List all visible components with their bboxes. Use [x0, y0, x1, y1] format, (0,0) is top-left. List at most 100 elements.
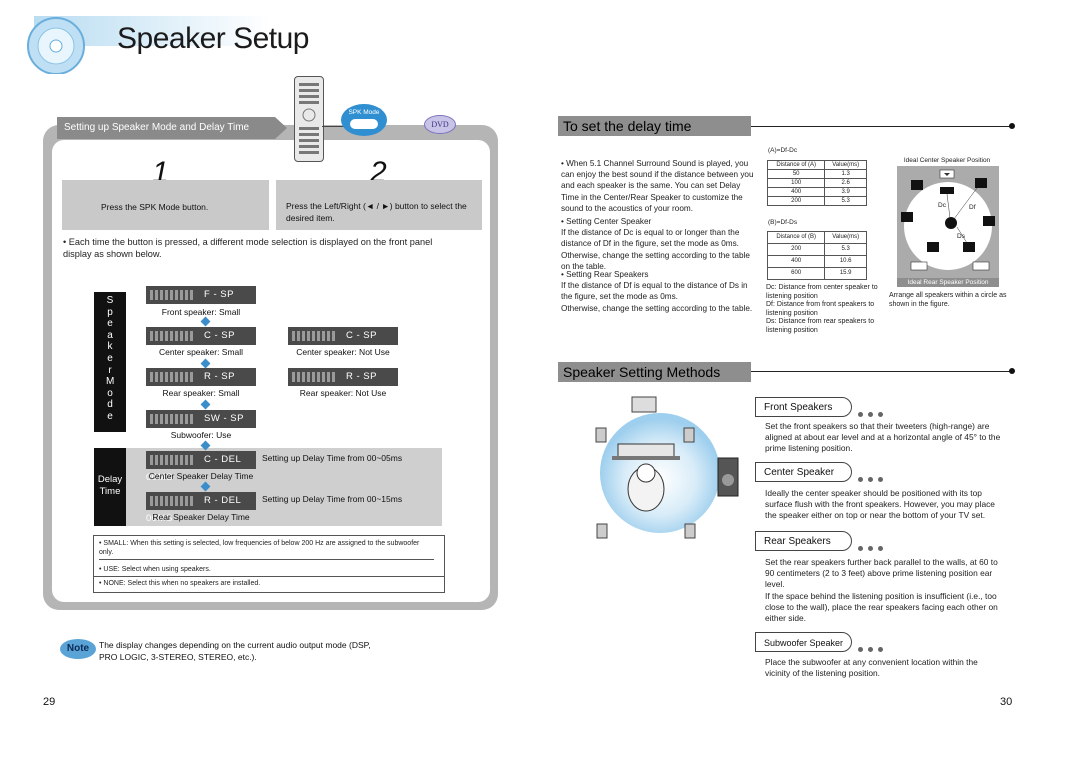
lcd-rear-small: R - SP SMALL: [146, 368, 256, 400]
lcd-text: R - SP NONE: [288, 371, 377, 400]
dot-icon: [858, 546, 863, 551]
lcd-icons: [150, 372, 194, 382]
note-none: • NONE: Select this when no speakers are…: [99, 579, 434, 588]
table-cell: 200: [766, 196, 826, 206]
delay-time-label: Delay Time: [97, 474, 123, 497]
legend-dc: Dc: Distance from center speaker to list…: [766, 284, 878, 300]
delay-header-dot: [1009, 123, 1015, 129]
delay-bullet-1: • When 5.1 Channel Surround Sound is pla…: [561, 158, 757, 214]
step-2-box: Press the Left/Right (◄ / ►) button to s…: [276, 180, 482, 230]
lcd-text: F - SP SMALL: [146, 289, 234, 318]
methods-header: Speaker Setting Methods: [558, 362, 751, 382]
caption-rear-none: Rear speaker: Not Use: [299, 388, 387, 398]
delay-bullet-2: • Setting Center Speaker If the distance…: [561, 216, 757, 272]
intro-bullet-text: Each time the button is pressed, a diffe…: [63, 237, 433, 259]
method-subwoofer-title: Subwoofer Speaker: [755, 632, 852, 652]
table-b-label: (B)=Df-Ds: [768, 219, 798, 226]
diagram-caption: Arrange all speakers within a circle as …: [889, 292, 1007, 308]
dvd-badge: DVD: [424, 115, 456, 134]
bullet-dot: •: [99, 566, 104, 573]
note-badge: Note: [60, 639, 96, 659]
spk-mode-callout: SPK Mode: [341, 104, 387, 136]
lcd-text: C - SP SMALL: [146, 330, 235, 359]
method-rear-text: Set the rear speakers further back paral…: [765, 557, 998, 624]
dot-icon: [868, 647, 873, 652]
spk-mode-button: [350, 119, 378, 129]
table-cell: 15.9: [824, 267, 867, 280]
method-subwoofer-text: Place the subwoofer at any convenient lo…: [765, 657, 978, 679]
lcd-rear-none: R - SP NONE: [288, 368, 398, 400]
speaker-placement-diagram: Dc Df Ds: [897, 166, 999, 278]
table-a-label: (A)=Df-Dc: [768, 147, 798, 154]
table-header-cell: Distance of (B): [766, 231, 826, 244]
table-header-cell: Value(ms): [824, 231, 867, 244]
lcd-icons: [150, 414, 194, 424]
notes-box: • SMALL: When this setting is selected, …: [93, 535, 445, 593]
method-front-title-text: Front Speakers: [764, 402, 833, 413]
lcd-text: C - SP NONE: [288, 330, 377, 359]
method-center-title-text: Center Speaker: [764, 467, 835, 478]
home-theater-illustration: [580, 388, 745, 553]
method-center-dots: [858, 469, 888, 487]
page-number-right: 30: [1000, 696, 1013, 708]
table-a-header: Distance of (A)Value(ms): [766, 160, 867, 170]
table-cell: 10.6: [824, 255, 867, 268]
lcd-icons: [150, 290, 194, 300]
table-cell: 600: [766, 267, 826, 280]
delay-bullet-3-text: Setting Rear Speakers If the distance of…: [561, 270, 753, 313]
delay-bullet-3-text-wrap: • Setting Rear Speakers If the distance …: [561, 269, 757, 314]
method-rear-title: Rear Speakers: [755, 531, 852, 551]
method-front-dots: [858, 404, 888, 422]
step-2-text: Press the Left/Right (◄ / ►) button to s…: [286, 201, 467, 223]
caption-rear-small: Rear speaker: Small: [162, 388, 240, 398]
notes-divider: [94, 576, 444, 577]
method-subwoofer-title-text: Subwoofer Speaker: [764, 638, 844, 648]
bullet-dot: •: [99, 540, 104, 547]
page-title: Speaker Setup: [117, 22, 309, 55]
delay-bullet-2-text: Setting Center Speaker If the distance o…: [561, 217, 750, 271]
lcd-center-none: C - SP NONE: [288, 327, 398, 359]
table-header-cell: Value(ms): [824, 160, 867, 170]
center-delay-note: Setting up Delay Time from 00~05ms: [262, 453, 403, 463]
lcd-center-delay: C - DEL 00MS: [146, 451, 256, 483]
table-header-cell: Distance of (A): [766, 160, 826, 170]
dot-icon: [868, 412, 873, 417]
table-cell: 400: [766, 187, 826, 197]
step-1-box: Press the SPK Mode button.: [62, 180, 269, 230]
bullet-dot: •: [561, 159, 567, 168]
lcd-text: R - SP SMALL: [146, 371, 235, 400]
step-1-text: Press the SPK Mode button.: [101, 202, 209, 212]
lcd-front-small: F - SP SMALL: [146, 286, 256, 318]
table-b-header: Distance of (B)Value(ms): [766, 231, 867, 244]
lcd-text: R - DEL 00MS: [146, 495, 241, 524]
bullet-dot: •: [63, 237, 69, 247]
note-use: • USE: Select when using speakers.: [99, 565, 434, 574]
dot-icon: [878, 546, 883, 551]
method-front-text: Set the front speakers so that their twe…: [765, 421, 1001, 454]
lcd-icons: [150, 496, 194, 506]
dot-icon: [858, 477, 863, 482]
lcd-rear-delay: R - DEL 00MS: [146, 492, 256, 524]
caption-subwoofer-use: Subwoofer: Use: [170, 430, 232, 440]
method-center-title: Center Speaker: [755, 462, 852, 482]
delay-bullet-2-text-wrap: • Setting Center Speaker If the distance…: [561, 216, 757, 272]
dot-icon: [868, 546, 873, 551]
lcd-text: C - DEL 00MS: [146, 454, 241, 483]
delay-time-label-bar: Delay Time: [94, 448, 126, 526]
lcd-subwoofer-use: SW - SP USE: [146, 410, 256, 442]
section-tab: Setting up Speaker Mode and Delay Time: [57, 117, 275, 139]
diagram-title-bottom: Ideal Rear Speaker Position: [897, 278, 999, 287]
lcd-center-small: C - SP SMALL: [146, 327, 256, 359]
table-cell: 5.3: [824, 243, 867, 256]
table-cell: 5.3: [824, 196, 867, 206]
remote-control-icon: [294, 76, 324, 162]
lcd-icons: [150, 331, 194, 341]
delay-time-header: To set the delay time: [558, 116, 751, 136]
method-center-text: Ideally the center speaker should be pos…: [765, 488, 995, 521]
note-small: • SMALL: When this setting is selected, …: [99, 539, 434, 560]
